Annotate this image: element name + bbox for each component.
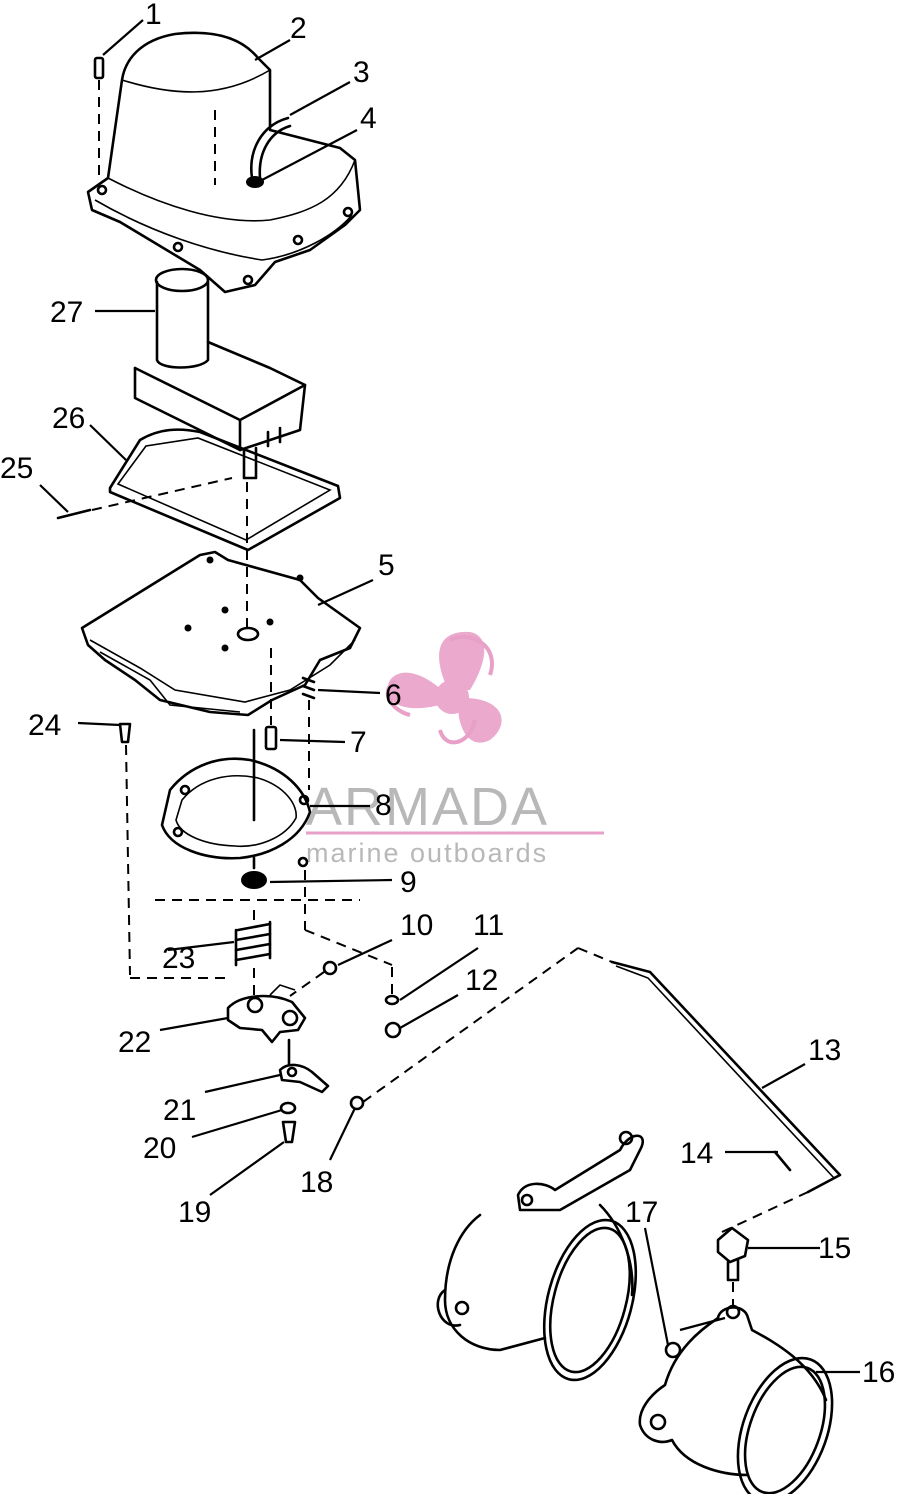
part-23-spring [234, 920, 272, 995]
label-24: 24 [28, 709, 61, 742]
part-26-gasket [108, 428, 342, 552]
label-11: 11 [473, 909, 504, 942]
label-17: 17 [625, 1196, 658, 1229]
part-25-pin [56, 477, 233, 520]
part-21-arm [278, 1038, 330, 1094]
part-labels: 1 2 3 4 5 6 7 8 9 10 11 12 13 14 15 16 1… [0, 0, 895, 1389]
part-5-base-plate [80, 550, 362, 717]
part-10-nut [289, 960, 338, 997]
part-15-fitting [716, 1191, 809, 1306]
label-26: 26 [52, 402, 85, 435]
label-21: 21 [163, 1094, 196, 1127]
part-18-clip [349, 1095, 365, 1111]
watermark-propeller-logo [387, 631, 502, 743]
part-2-cover-housing [86, 31, 362, 294]
part-17-nut [664, 1341, 682, 1359]
label-3: 3 [353, 56, 370, 89]
part-3-tube [250, 116, 292, 180]
label-25: 25 [0, 452, 33, 485]
part-27-actuator [133, 267, 307, 480]
part-11-washer [384, 994, 400, 1006]
label-13: 13 [808, 1034, 841, 1067]
label-2: 2 [290, 12, 307, 45]
label-6: 6 [385, 679, 402, 712]
label-18: 18 [300, 1166, 333, 1199]
watermark-tagline: marine outboards [306, 838, 548, 868]
part-19-screw [281, 1120, 297, 1144]
leader-lines [39, 19, 860, 1374]
part-8-small-hole [297, 856, 309, 868]
label-14: 14 [680, 1137, 713, 1170]
label-20: 20 [143, 1132, 176, 1165]
label-19: 19 [178, 1196, 211, 1229]
throttle-body-upper [436, 1130, 644, 1382]
label-23: 23 [162, 942, 195, 975]
part-20-washer [279, 1101, 297, 1115]
part-6-spring [301, 676, 316, 790]
part-13-link-rod [362, 947, 842, 1194]
label-15: 15 [818, 1232, 851, 1265]
part-22-cam-lever [226, 984, 307, 1044]
label-9: 9 [400, 866, 417, 899]
part-16-throttle-body [638, 1304, 834, 1494]
part-8-diaphragm-gasket [160, 728, 312, 860]
part-9-washer [241, 856, 267, 889]
part-24-screw [118, 722, 225, 979]
label-1: 1 [145, 0, 162, 31]
label-22: 22 [118, 1026, 151, 1059]
label-27: 27 [50, 296, 83, 329]
label-10: 10 [400, 909, 433, 942]
part-1-screw [93, 56, 105, 182]
label-16: 16 [862, 1356, 895, 1389]
watermark-logo-outline [385, 634, 494, 745]
part-4-grommet [246, 176, 264, 188]
label-8: 8 [375, 789, 392, 822]
part-7-screw [264, 648, 278, 751]
part-14-pin [773, 1150, 792, 1172]
label-12: 12 [465, 964, 498, 997]
label-7: 7 [350, 726, 367, 759]
label-5: 5 [378, 549, 395, 582]
label-4: 4 [360, 102, 377, 135]
part-12-nut [384, 967, 402, 1039]
